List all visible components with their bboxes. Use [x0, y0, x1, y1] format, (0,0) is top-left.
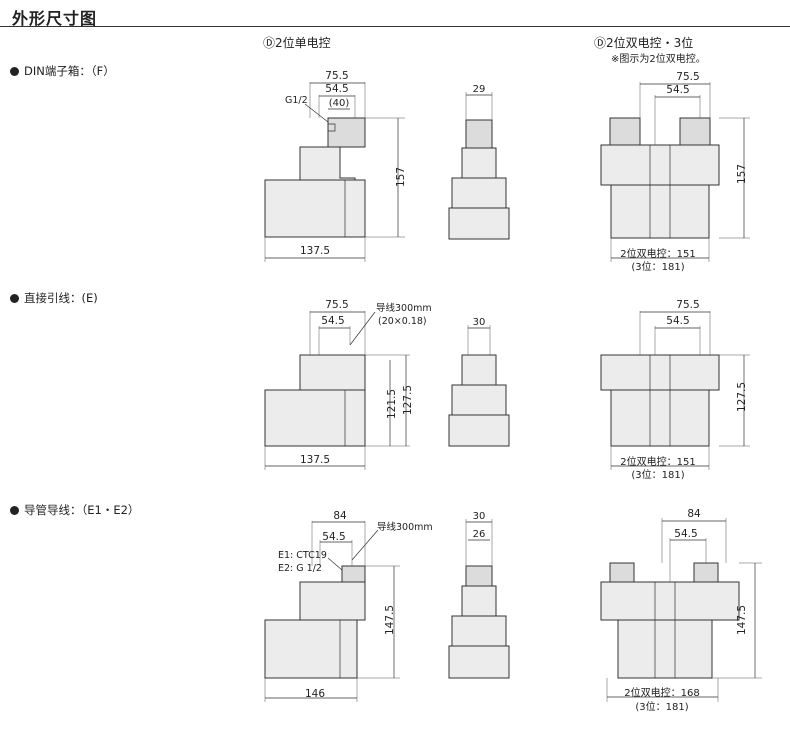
section-conduit-label: 导管导线：（E1・E2）: [24, 503, 140, 517]
dim-r-75-5: 75.5: [676, 299, 699, 311]
dim-147-5: 147.5: [384, 605, 396, 635]
row3-side-view: 30 26: [448, 511, 510, 679]
row2-front-dims: 75.5 54.5 导线300mm (20×0.18) 121.5 127.5 …: [264, 299, 432, 470]
dim-r-54-5: 54.5: [674, 528, 697, 540]
lead-spec: (20×0.18): [378, 316, 427, 327]
row1-front-dims: 75.5 54.5 (40) G1/2 157 137.5: [264, 70, 407, 262]
dim-r-75-5: 75.5: [676, 71, 699, 83]
dim-side-30: 30: [473, 511, 486, 522]
page-title: 外形尺寸图: [12, 9, 98, 28]
row1-front-view: [264, 117, 366, 238]
dim-40: (40): [329, 98, 350, 109]
header-double-solenoid: Ⓓ2位双电控・3位: [594, 36, 694, 50]
dim-54-5: 54.5: [325, 83, 348, 95]
dim-r-length: 2位双电控：151: [620, 247, 695, 260]
row3-double-front-view: [600, 562, 740, 679]
dim-r-147-5: 147.5: [736, 605, 748, 635]
row2-double-dims: 75.5 54.5 127.5 2位双电控：151 (3位：181): [610, 299, 750, 481]
header-double-note: ※图示为2位双电控。: [611, 54, 706, 65]
din-connector: [327, 117, 366, 148]
port-label: G1/2: [285, 95, 308, 106]
conduit-fitting-left: [609, 562, 635, 583]
dim-side-29: 29: [473, 84, 486, 95]
dim-r-length: 2位双电控：168: [624, 686, 699, 699]
dim-r-84: 84: [687, 508, 701, 520]
bullet-icon: [10, 294, 19, 303]
row1-side-view: 29: [448, 84, 510, 240]
row2-side-view: 30: [448, 317, 510, 447]
dim-127-5: 127.5: [402, 385, 414, 415]
row1-double-dims: 75.5 54.5 157 2位双电控：151 (3位：181): [610, 71, 750, 273]
section-direct: 直接引线：(E): [10, 290, 98, 306]
section-din: DIN端子箱：（F）: [10, 63, 115, 79]
dim-54-5: 54.5: [321, 315, 344, 327]
bullet-icon: [10, 506, 19, 515]
header-single-solenoid: Ⓓ2位单电控: [263, 36, 331, 50]
dim-side-30: 30: [473, 317, 486, 328]
dim-54-5: 54.5: [322, 531, 345, 543]
row1-double-front-view: [600, 117, 720, 239]
dim-r-54-5: 54.5: [666, 84, 689, 96]
dim-137-5: 137.5: [300, 245, 330, 257]
dim-146: 146: [305, 688, 325, 700]
dim-75-5: 75.5: [325, 299, 348, 311]
solenoid-housing: [299, 146, 356, 181]
row2-front-view: [264, 354, 366, 447]
din-connector-left: [609, 117, 641, 146]
dim-side-26: 26: [473, 529, 486, 540]
e2-label: E2: G 1/2: [278, 563, 322, 574]
row2-double-front-view: [600, 354, 720, 447]
row3-double-dims: 84 54.5 147.5 2位双电控：168 (3位：181): [606, 508, 762, 713]
dim-84: 84: [333, 510, 347, 522]
section-din-label: DIN端子箱：（F）: [24, 64, 115, 78]
row3-front-dims: 84 54.5 导线300mm E1: CTC19 E2: G 1/2 147.…: [264, 510, 433, 702]
dim-157: 157: [395, 167, 407, 187]
title-rule: [0, 26, 790, 27]
conduit-fitting: [341, 565, 366, 583]
din-connector-right: [679, 117, 711, 146]
conduit-fitting-right: [693, 562, 719, 583]
dim-137-5: 137.5: [300, 454, 330, 466]
dim-75-5: 75.5: [325, 70, 348, 82]
row3-front-view: [264, 565, 366, 679]
dim-r-157: 157: [736, 164, 748, 184]
e1-label: E1: CTC19: [278, 550, 327, 561]
bullet-icon: [10, 67, 19, 76]
dim-121-5: 121.5: [386, 389, 398, 419]
section-conduit: 导管导线：（E1・E2）: [10, 502, 139, 518]
dim-r-length-3pos: (3位：181): [631, 468, 684, 481]
lead-label: 导线300mm: [376, 302, 432, 314]
dim-r-127-5: 127.5: [736, 382, 748, 412]
lead-label: 导线300mm: [377, 521, 433, 533]
dim-r-length-3pos: (3位：181): [631, 260, 684, 273]
dim-r-length-3pos: (3位：181): [635, 700, 688, 713]
dim-r-54-5: 54.5: [666, 315, 689, 327]
dim-r-length: 2位双电控：151: [620, 455, 695, 468]
valve-body: [264, 179, 366, 238]
section-direct-label: 直接引线：(E): [24, 291, 98, 305]
